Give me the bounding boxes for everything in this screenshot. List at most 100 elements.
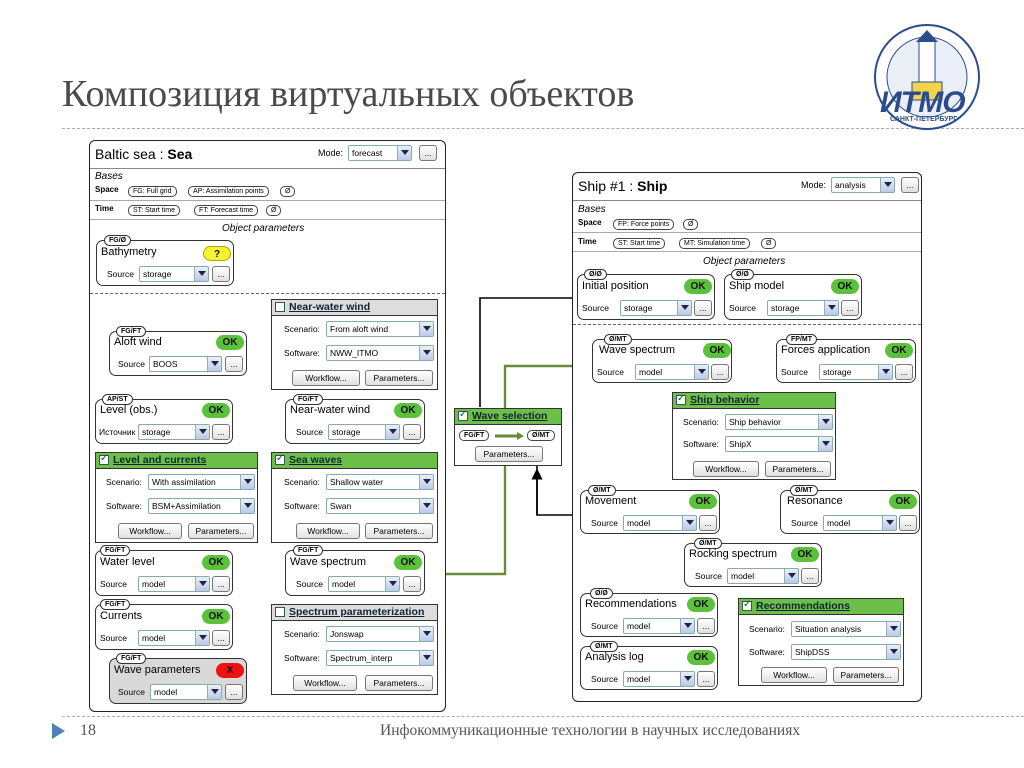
sea-mode-select[interactable]: forecast	[348, 145, 412, 161]
wave-parameters-object: Wave parameters X Source model ...	[109, 658, 247, 704]
object-tag: AP/ST	[102, 394, 133, 405]
object-tag: Ø/MT	[590, 641, 618, 652]
source-label: Source	[591, 674, 618, 684]
workflow-button[interactable]: Workflow...	[761, 667, 827, 683]
source-select[interactable]: model	[623, 618, 695, 634]
near-water-wind-module: Near-water wind Scenario: From aloft win…	[271, 299, 438, 390]
parameters-button[interactable]: Parameters...	[765, 461, 831, 477]
workflow-button[interactable]: Workflow...	[118, 523, 182, 539]
source-select[interactable]: model	[727, 568, 799, 584]
source-select[interactable]: storage	[328, 424, 400, 440]
scenario-select[interactable]: From aloft wind	[326, 321, 434, 337]
sea-time-label: Time	[95, 204, 114, 213]
scenario-select[interactable]: Situation analysis	[791, 621, 901, 637]
module-checkbox[interactable]	[676, 393, 686, 405]
software-select[interactable]: ShipDSS	[791, 644, 901, 660]
source-select[interactable]: storage	[819, 364, 893, 380]
workflow-button[interactable]: Workflow...	[693, 461, 759, 477]
source-select[interactable]: BOOS	[149, 356, 222, 372]
source-more-button[interactable]: ...	[403, 424, 421, 440]
source-more-button[interactable]: ...	[697, 618, 715, 634]
source-select[interactable]: storage	[139, 266, 209, 282]
software-select[interactable]: Swan	[326, 498, 434, 514]
object-name: Ship model	[729, 280, 785, 292]
source-more-button[interactable]: ...	[225, 356, 243, 372]
workflow-button[interactable]: Workflow...	[296, 523, 360, 539]
source-more-button[interactable]: ...	[895, 364, 913, 380]
ship-mode-more-button[interactable]: ...	[901, 177, 919, 193]
software-select[interactable]: NWW_ITMO	[326, 345, 434, 361]
object-name: Currents	[100, 610, 143, 622]
source-select[interactable]: storage	[620, 300, 692, 316]
parameters-button[interactable]: Parameters...	[833, 667, 899, 683]
parameters-button[interactable]: Parameters...	[188, 523, 254, 539]
ship-space-tag: Ø	[683, 219, 699, 230]
scenario-select[interactable]: With assimilation	[148, 474, 255, 490]
parameters-button[interactable]: Parameters...	[365, 370, 433, 386]
source-label: Source	[729, 303, 756, 313]
source-select[interactable]: model	[635, 364, 709, 380]
source-select[interactable]: model	[823, 515, 897, 531]
parameters-button[interactable]: Parameters...	[365, 675, 433, 691]
module-checkbox[interactable]	[275, 607, 285, 617]
source-more-button[interactable]: ...	[801, 568, 819, 584]
software-select[interactable]: Spectrum_interp	[326, 650, 434, 666]
ship-behavior-module: Ship behavior Scenario: Ship behavior So…	[672, 392, 836, 480]
module-checkbox[interactable]	[99, 453, 109, 465]
slide-title: Композиция виртуальных объектов	[62, 73, 635, 115]
movement-object: Movement OK Source model ...	[580, 490, 720, 534]
chevron-down-icon	[784, 569, 798, 583]
source-more-button[interactable]: ...	[697, 671, 715, 687]
page-number: 18	[80, 722, 96, 739]
itmo-logo-text: ИТМО	[880, 86, 966, 119]
source-more-button[interactable]: ...	[694, 300, 712, 316]
source-select[interactable]: model	[150, 684, 222, 700]
source-more-button[interactable]: ...	[212, 266, 230, 282]
source-label: Источник	[99, 427, 136, 437]
spectrum-param-module: Spectrum parameterization Scenario: Jons…	[271, 604, 438, 695]
parameters-button[interactable]: Parameters...	[365, 523, 433, 539]
ship-mode-label: Mode:	[801, 180, 827, 190]
water-level-object: Water level OK Source model ...	[95, 550, 233, 596]
status-ok-badge: OK	[394, 555, 422, 570]
chevron-down-icon	[680, 672, 694, 686]
scenario-select[interactable]: Ship behavior	[725, 414, 833, 430]
source-select[interactable]: model	[328, 576, 400, 592]
scenario-select[interactable]: Shallow water	[326, 474, 434, 490]
source-select[interactable]: model	[623, 671, 695, 687]
source-more-button[interactable]: ...	[403, 576, 421, 592]
software-label: Software:	[284, 653, 320, 663]
scenario-label: Scenario:	[284, 477, 320, 487]
footer-text: Инфокоммуникационные технологии в научны…	[380, 722, 801, 739]
chevron-down-icon	[882, 516, 896, 530]
ship-bases-label: Bases	[578, 204, 606, 215]
module-checkbox[interactable]	[742, 599, 752, 611]
source-label: Source	[695, 571, 722, 581]
source-select[interactable]: storage	[138, 424, 210, 440]
source-select[interactable]: storage	[767, 300, 839, 316]
source-select[interactable]: model	[623, 515, 697, 531]
source-more-button[interactable]: ...	[212, 630, 230, 646]
source-more-button[interactable]: ...	[899, 515, 917, 531]
workflow-button[interactable]: Workflow...	[293, 675, 357, 691]
source-more-button[interactable]: ...	[212, 424, 230, 440]
parameters-button[interactable]: Parameters...	[475, 446, 543, 462]
source-more-button[interactable]: ...	[711, 364, 729, 380]
source-select[interactable]: model	[138, 576, 210, 592]
source-more-button[interactable]: ...	[225, 684, 243, 700]
module-checkbox[interactable]	[275, 302, 285, 312]
source-more-button[interactable]: ...	[212, 576, 230, 592]
source-more-button[interactable]: ...	[841, 300, 859, 316]
source-more-button[interactable]: ...	[699, 515, 717, 531]
chevron-down-icon	[419, 346, 433, 360]
module-checkbox[interactable]	[458, 409, 468, 421]
software-select[interactable]: BSM+Assimilation	[148, 498, 255, 514]
software-select[interactable]: ShipX	[725, 436, 833, 452]
sea-mode-more-button[interactable]: ...	[419, 145, 437, 161]
scenario-select[interactable]: Jonswap	[326, 626, 434, 642]
source-label: Source	[591, 518, 618, 528]
workflow-button[interactable]: Workflow...	[292, 370, 360, 386]
module-checkbox[interactable]	[275, 453, 285, 465]
ship-mode-select[interactable]: analysis	[831, 177, 895, 193]
source-select[interactable]: model	[138, 630, 210, 646]
